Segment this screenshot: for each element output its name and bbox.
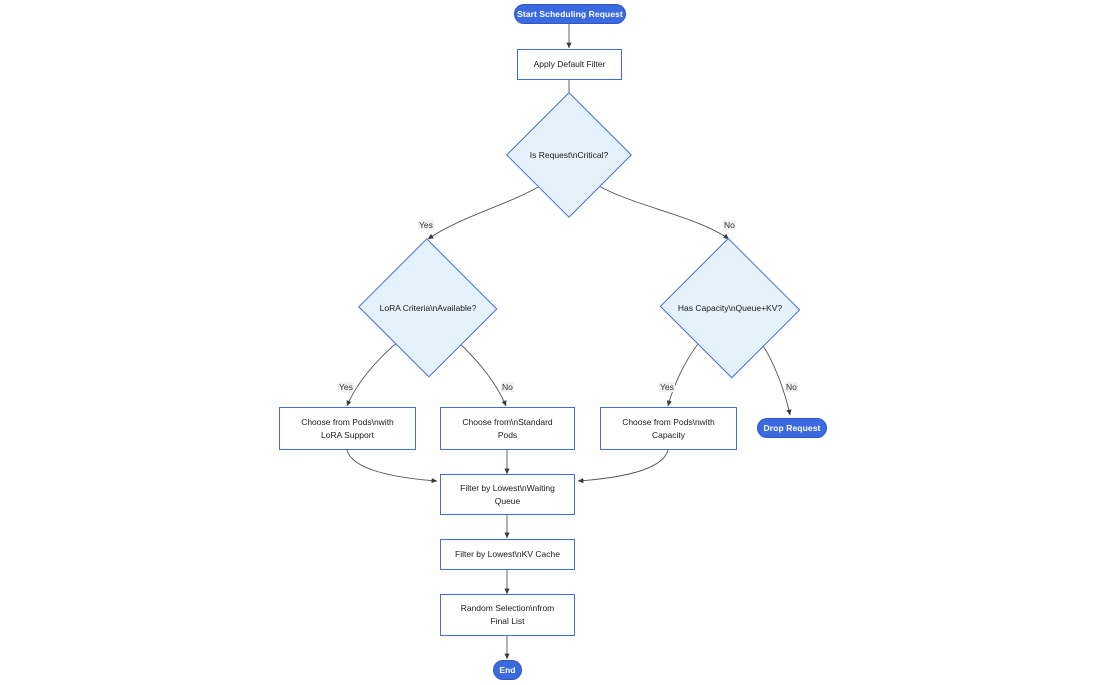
- node-start-label: Start Scheduling Request: [517, 9, 623, 19]
- node-end[interactable]: End: [493, 660, 522, 680]
- node-end-label: End: [499, 665, 516, 675]
- node-filter-waiting-queue-label-line2: Queue: [494, 495, 521, 506]
- node-choose-capacity-pods-label-line2: Capacity: [651, 429, 686, 440]
- edge-label-capacity-no: No: [785, 382, 798, 392]
- node-has-capacity[interactable]: Has Capacity\nQueue+KV?: [658, 237, 802, 378]
- node-choose-lora-pods-label-line2: LoRA Support: [321, 429, 374, 440]
- edge-label-critical-no: No: [723, 220, 736, 230]
- node-filter-waiting-queue-label-line1: Filter by Lowest\nWaiting: [460, 482, 555, 493]
- node-filter-kv-cache[interactable]: Filter by Lowest\nKV Cache: [440, 539, 575, 570]
- node-choose-capacity-pods[interactable]: Choose from Pods\nwith Capacity: [600, 407, 737, 450]
- node-drop-request-label: Drop Request: [763, 423, 821, 433]
- node-drop-request[interactable]: Drop Request: [757, 418, 827, 438]
- node-choose-standard-pods-label-line1: Choose from\nStandard: [462, 416, 553, 427]
- node-choose-lora-pods[interactable]: Choose from Pods\nwith LoRA Support: [279, 407, 416, 450]
- edge-label-lora-no: No: [501, 382, 514, 392]
- node-is-request-critical-label: Is Request\nCritical?: [529, 150, 609, 160]
- edge-label-lora-yes: Yes: [338, 382, 354, 392]
- node-lora-criteria-available[interactable]: LoRA Criteria\nAvailable?: [357, 237, 499, 378]
- node-choose-lora-pods-label-line1: Choose from Pods\nwith: [301, 416, 394, 427]
- node-random-selection[interactable]: Random Selection\nfrom Final List: [440, 594, 575, 636]
- node-choose-capacity-pods-label-line1: Choose from Pods\nwith: [622, 416, 715, 427]
- node-choose-standard-pods-label-line2: Pods: [497, 429, 518, 440]
- node-apply-default-filter[interactable]: Apply Default Filter: [517, 49, 622, 80]
- node-filter-kv-cache-label: Filter by Lowest\nKV Cache: [455, 549, 560, 559]
- node-choose-standard-pods[interactable]: Choose from\nStandard Pods: [440, 407, 575, 450]
- node-filter-waiting-queue[interactable]: Filter by Lowest\nWaiting Queue: [440, 474, 575, 515]
- edge-label-critical-yes: Yes: [418, 220, 434, 230]
- node-start[interactable]: Start Scheduling Request: [514, 4, 626, 24]
- node-is-request-critical[interactable]: Is Request\nCritical?: [506, 92, 632, 218]
- edge-label-capacity-yes: Yes: [659, 382, 675, 392]
- node-random-selection-label-line1: Random Selection\nfrom: [460, 603, 555, 613]
- node-lora-criteria-available-label: LoRA Criteria\nAvailable?: [379, 302, 477, 313]
- node-random-selection-label-line2: Final List: [490, 616, 525, 626]
- node-has-capacity-label: Has Capacity\nQueue+KV?: [677, 302, 783, 313]
- node-apply-default-filter-label: Apply Default Filter: [533, 59, 606, 69]
